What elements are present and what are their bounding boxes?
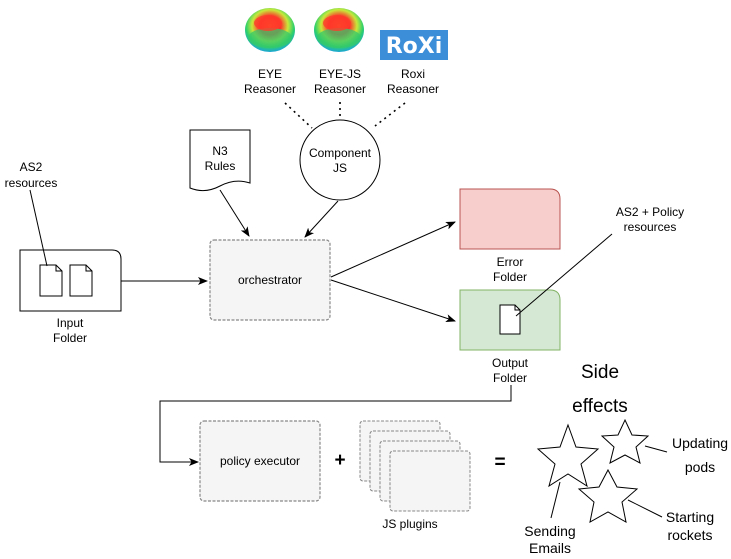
component-to-orchestrator-arrow: [304, 200, 339, 238]
input-folder-label-line2: Folder: [53, 331, 87, 345]
input-folder: [19, 249, 122, 312]
as2-policy-label-line2: resources: [624, 220, 677, 234]
eye-reasoner-label-line1: EYE: [258, 67, 282, 81]
roxi-reasoner-label-line2: Reasoner: [387, 82, 439, 96]
as2-policy-callout-line: [515, 233, 613, 317]
roxi-logo: RoXi: [380, 30, 448, 60]
n3-rules-label-line2: Rules: [205, 159, 236, 173]
eye-js-reasoner-label-line2: Reasoner: [314, 82, 366, 96]
plus-sign: +: [334, 450, 345, 471]
as2-resources-label-line2: resources: [5, 176, 58, 190]
output-folder-label-line2: Folder: [493, 371, 527, 385]
eye-reasoner-label-line2: Reasoner: [244, 82, 296, 96]
file-icon: [499, 304, 521, 335]
orchestrator-to-error-arrow: [330, 221, 456, 278]
starting-rockets-label-line1: Starting: [666, 509, 714, 525]
side-effects-title-line2: effects: [572, 396, 628, 417]
eye-reasoner-logo: [245, 8, 295, 52]
eye-to-component-link: [284, 102, 313, 129]
roxi-reasoner-label-line1: Roxi: [401, 67, 425, 81]
js-plugins-stack: [359, 420, 471, 512]
updating-pods-label-line1: Updating: [672, 435, 728, 451]
sending-emails-label-line1: Sending: [524, 523, 575, 539]
component-label-line1: Component: [309, 146, 372, 160]
starting-rockets-label-line2: rockets: [667, 527, 712, 543]
star-shape: [536, 423, 600, 488]
output-folder: [459, 289, 561, 351]
error-folder: [459, 188, 561, 250]
error-folder-label-line1: Error: [497, 255, 524, 269]
js-plugins-label: JS plugins: [382, 517, 437, 531]
roxi-to-component-link: [374, 102, 406, 127]
sending-emails-label-line2: Emails: [529, 540, 571, 556]
eye-js-reasoner-logo: [314, 8, 364, 52]
error-folder-label-line2: Folder: [493, 270, 527, 284]
star-shape: [577, 468, 639, 523]
component-label-line2: JS: [333, 161, 347, 175]
policy-executor-node: policy executor: [199, 420, 321, 502]
file-icon: [39, 264, 63, 297]
eye-js-reasoner-label-line1: EYE-JS: [319, 67, 361, 81]
updating-pods-label-line2: pods: [685, 459, 715, 475]
as2-resources-label-line1: AS2: [20, 160, 43, 174]
side-effects-title-line1: Side: [581, 362, 619, 383]
input-folder-label-line1: Input: [57, 316, 84, 330]
component-js-node: Component JS: [299, 119, 381, 201]
orchestrator-label: orchestrator: [238, 273, 302, 287]
starting-callout-line: [627, 499, 663, 518]
updating-callout-line: [644, 445, 668, 453]
as2-policy-label-line1: AS2 + Policy: [616, 205, 684, 219]
equals-sign: =: [494, 452, 505, 473]
output-folder-label-line1: Output: [492, 356, 529, 370]
file-icon: [69, 264, 93, 297]
n3-rules-document: N3 Rules: [189, 129, 251, 192]
orchestrator-node: orchestrator: [209, 239, 331, 321]
n3-to-orchestrator-arrow: [219, 189, 250, 237]
n3-rules-label-line1: N3: [212, 144, 228, 158]
as2-callout-line: [29, 189, 48, 267]
output-to-executor-arrow: [159, 385, 512, 466]
star-shape: [600, 418, 650, 464]
roxi-logo-text: RoXi: [386, 34, 443, 59]
sending-callout-line: [550, 481, 561, 519]
policy-executor-label: policy executor: [220, 454, 300, 468]
orchestrator-to-output-arrow: [330, 279, 456, 322]
